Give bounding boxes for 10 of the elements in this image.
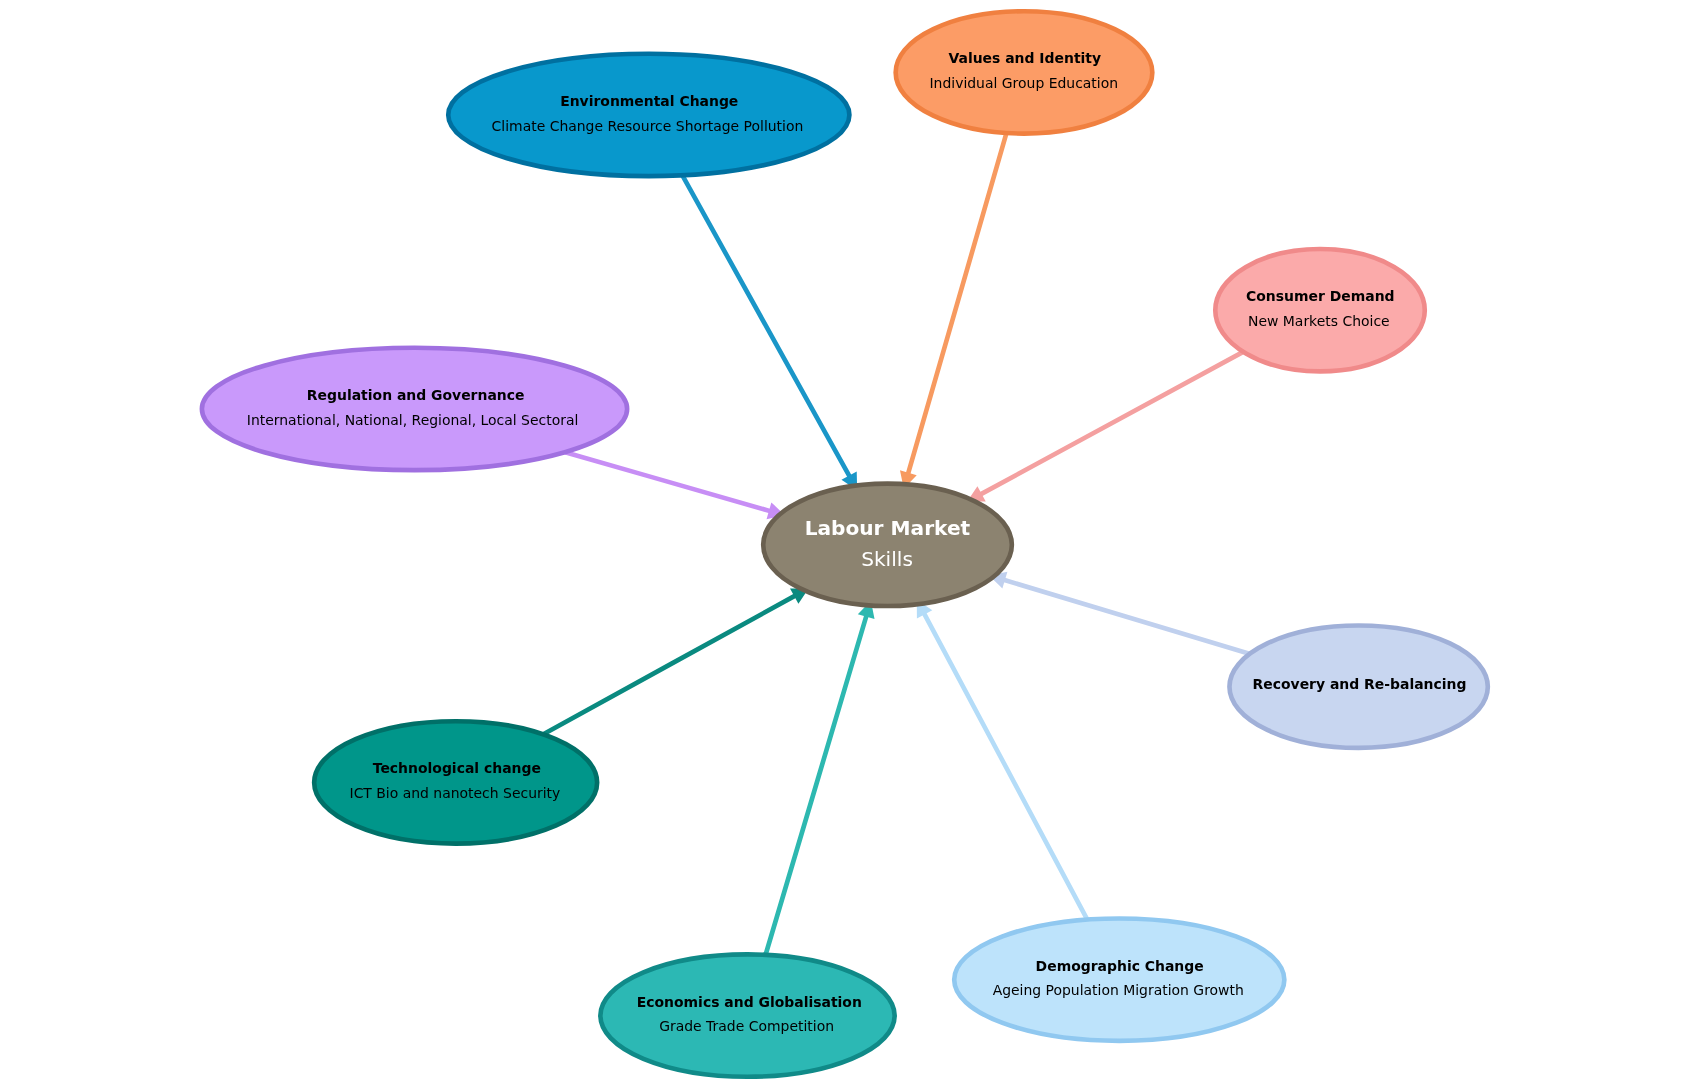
node-ellipse: Consumer Demand New Markets Choice: [1212, 246, 1428, 374]
node-ellipse: Environmental Change Climate Change Resource Shortage Pollution: [445, 51, 852, 179]
node-ellipse: Labour Market Skills: [760, 481, 1015, 609]
node-ellipse: Demographic Change Ageing Population Migration Growth: [951, 916, 1287, 1044]
node-ellipse: Regulation and Governance International, National, Regional, Local Sectoral: [199, 345, 630, 473]
arrow: [967, 349, 1245, 502]
node-ellipse: Values and Identity Individual Group Education: [893, 8, 1155, 136]
node-ellipse: Technological change ICT Bio and nanotech Security: [311, 718, 600, 846]
node-ellipse: Recovery and Re-balancing: [1227, 623, 1491, 751]
node-ellipse: Economics and Globalisation Grade Trade Competition: [598, 952, 897, 1080]
